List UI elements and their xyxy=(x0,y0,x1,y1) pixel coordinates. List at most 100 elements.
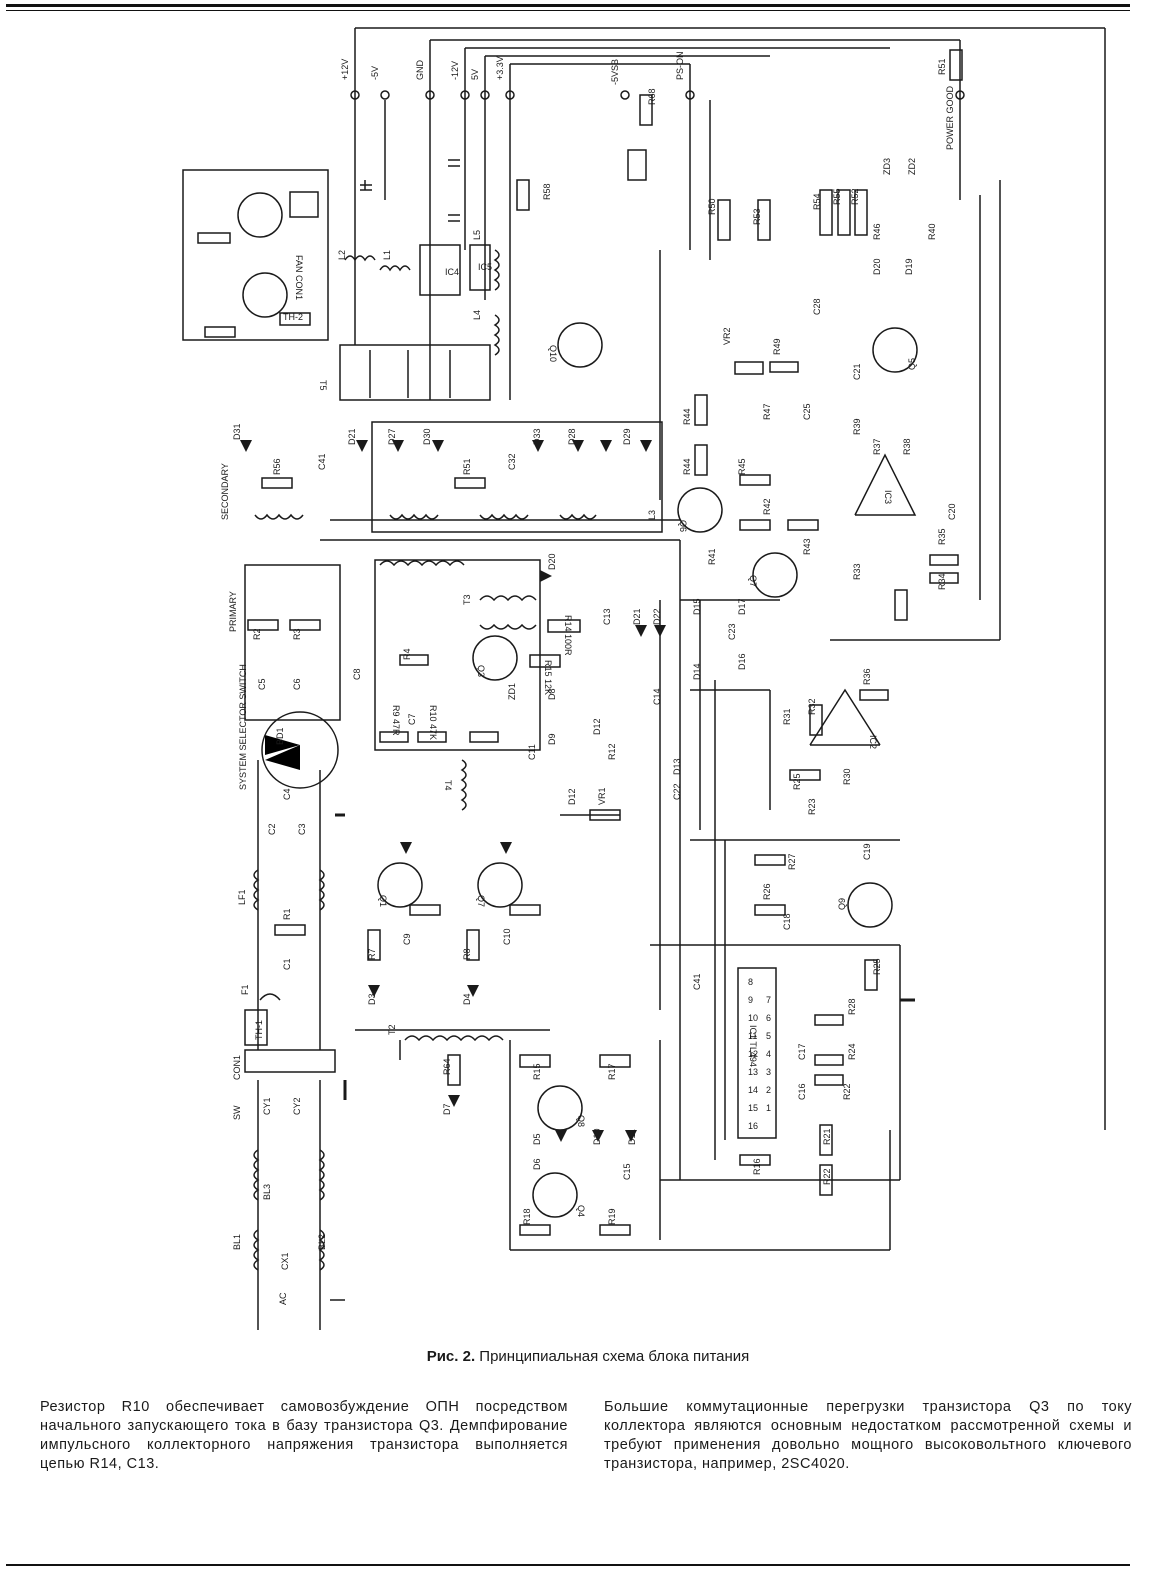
svg-text:D12: D12 xyxy=(567,788,577,805)
svg-text:D9: D9 xyxy=(547,733,557,745)
svg-text:CX1: CX1 xyxy=(280,1252,290,1270)
svg-text:C11: C11 xyxy=(527,744,537,760)
svg-text:D20: D20 xyxy=(547,553,557,570)
driver-stage: Q4 Q8 xyxy=(404,1035,637,1236)
svg-text:C23: C23 xyxy=(727,623,737,640)
svg-text:C7: C7 xyxy=(407,713,417,725)
svg-text:R36: R36 xyxy=(862,668,872,685)
svg-text:R7: R7 xyxy=(367,948,377,960)
top-rule-thin xyxy=(6,10,1130,11)
top-rule xyxy=(6,4,1130,7)
svg-text:R22: R22 xyxy=(822,1168,832,1185)
label-q4: Q4 xyxy=(576,1205,586,1217)
svg-text:D30: D30 xyxy=(422,428,432,445)
svg-text:C6: C6 xyxy=(292,678,302,690)
label-primary: PRIMARY xyxy=(228,591,238,632)
svg-text:R39: R39 xyxy=(852,418,862,435)
label-th1: TH-1 xyxy=(254,1020,264,1040)
control-section: Q6 Q7 IC3 IC2 xyxy=(677,327,959,781)
svg-text:R27: R27 xyxy=(787,853,797,870)
svg-text:R47: R47 xyxy=(762,403,772,420)
svg-text:L2: L2 xyxy=(337,250,347,260)
svg-text:R24: R24 xyxy=(847,1043,857,1060)
svg-text:R2: R2 xyxy=(252,628,262,640)
rail-label-gnd: GND xyxy=(415,60,425,81)
ic1-pin-left-9: 9 xyxy=(748,995,753,1005)
ic1-pin-right-4: 4 xyxy=(766,1049,771,1059)
svg-text:R4: R4 xyxy=(402,648,412,660)
fan-control-circuit: FAN CON1 TH-2 xyxy=(182,169,329,341)
svg-text:CY1: CY1 xyxy=(262,1097,272,1115)
rail-label-minus5v: -5V xyxy=(370,66,380,80)
ic1-pin-left-15: 15 xyxy=(748,1103,758,1113)
rail-label-5v: 5V xyxy=(470,69,480,80)
svg-text:L1: L1 xyxy=(382,250,392,260)
svg-text:L4: L4 xyxy=(472,310,482,320)
svg-text:C21: C21 xyxy=(852,363,862,380)
primary-input: BD1 PRIMARY SYSTEM SELECTOR SWITCH F1 TH… xyxy=(228,564,341,1330)
svg-text:T3: T3 xyxy=(462,594,472,605)
rail-connectors: +12V -5V GND -12V 5V +3.3V -5VSB PS-ON P… xyxy=(340,51,965,150)
svg-text:R45: R45 xyxy=(737,458,747,475)
label-system-selector: SYSTEM SELECTOR SWITCH xyxy=(238,664,248,790)
svg-text:BL3: BL3 xyxy=(262,1184,272,1200)
svg-text:C15: C15 xyxy=(622,1163,632,1180)
body-text-right-column: Большие коммутационные перегрузки транзи… xyxy=(604,1398,1132,1474)
svg-text:D21: D21 xyxy=(347,428,357,445)
svg-text:D29: D29 xyxy=(622,428,632,445)
svg-text:C9: C9 xyxy=(402,933,412,945)
label-secondary: SECONDARY xyxy=(220,463,230,520)
interconnect-wiring xyxy=(320,180,1001,1301)
label-t5: T5 xyxy=(318,380,328,391)
svg-text:D4: D4 xyxy=(462,993,472,1005)
svg-text:R25: R25 xyxy=(872,958,882,975)
label-q6: Q6 xyxy=(678,520,688,532)
svg-text:R31: R31 xyxy=(782,708,792,725)
secondary-rectifiers: SECONDARY xyxy=(220,421,663,533)
svg-text:Q5: Q5 xyxy=(907,358,917,370)
svg-text:R22: R22 xyxy=(842,1083,852,1100)
svg-text:R30: R30 xyxy=(842,768,852,785)
svg-text:R19: R19 xyxy=(607,1208,617,1225)
svg-text:D31: D31 xyxy=(232,423,242,440)
svg-text:BL2: BL2 xyxy=(317,1234,327,1250)
svg-text:T2: T2 xyxy=(387,1024,397,1035)
paragraph-r10: Резистор R10 обеспечивает самовозбуждени… xyxy=(40,1399,568,1472)
svg-text:R44: R44 xyxy=(682,408,692,425)
svg-text:R15: R15 xyxy=(532,1063,542,1080)
svg-text:R16: R16 xyxy=(752,1158,762,1175)
body-text-left-column: Резистор R10 обеспечивает самовозбуждени… xyxy=(40,1398,568,1474)
svg-text:CY2: CY2 xyxy=(292,1097,302,1115)
svg-text:C28: C28 xyxy=(812,298,822,315)
svg-text:R12: R12 xyxy=(607,743,617,760)
ic1-pin-left-13: 13 xyxy=(748,1067,758,1077)
svg-text:VR2: VR2 xyxy=(722,327,732,345)
svg-text:R23: R23 xyxy=(807,798,817,815)
standby-converter: R14 100R R10 47K R9 47R R15 12K Q3 xyxy=(391,570,666,821)
label-t4: T4 xyxy=(443,780,453,791)
svg-text:D10: D10 xyxy=(592,1128,602,1145)
svg-text:D19: D19 xyxy=(904,258,914,275)
svg-text:D6: D6 xyxy=(532,1158,542,1170)
svg-text:C1: C1 xyxy=(282,958,292,970)
svg-text:R68: R68 xyxy=(647,88,657,105)
svg-text:R46: R46 xyxy=(872,223,882,240)
svg-text:R64: R64 xyxy=(442,1058,452,1075)
ic1-pin-right-6: 6 xyxy=(766,1013,771,1023)
ic1-pin-left-16: 16 xyxy=(748,1121,758,1131)
svg-text:R18: R18 xyxy=(522,1208,532,1225)
svg-text:D14: D14 xyxy=(692,663,702,680)
bottom-rule xyxy=(6,1564,1130,1566)
rail-label-ps-on: PS-ON xyxy=(675,51,685,80)
svg-text:C41: C41 xyxy=(692,973,702,990)
component-designators: D31 D21 D27 D30 D33 D28 D29 R56 R51 C41 … xyxy=(232,58,957,1270)
label-q3: Q3 xyxy=(476,665,486,677)
svg-text:R53: R53 xyxy=(752,208,762,225)
label-sw: SW xyxy=(232,1105,242,1120)
svg-text:D17: D17 xyxy=(737,598,747,615)
svg-text:C4: C4 xyxy=(282,788,292,800)
label-ic4: IC4 xyxy=(445,267,459,277)
svg-text:D22: D22 xyxy=(652,608,662,625)
svg-text:D8: D8 xyxy=(547,688,557,700)
svg-text:C18: C18 xyxy=(782,913,792,930)
